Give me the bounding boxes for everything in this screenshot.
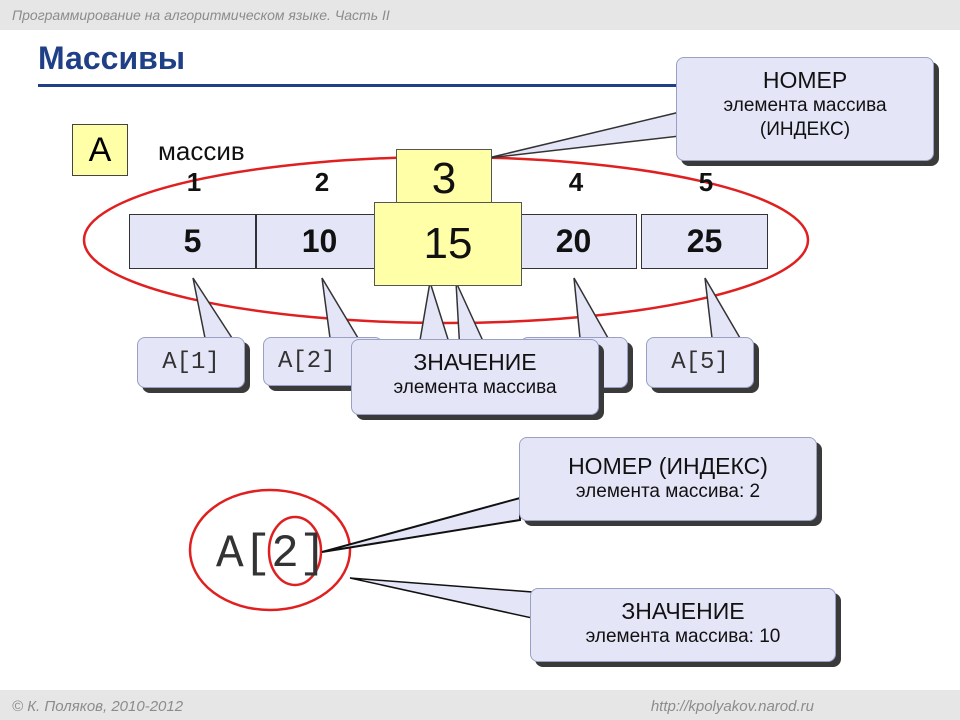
array-cell-5: 25	[641, 214, 768, 269]
header-bar: Программирование на алгоритмическом язык…	[0, 0, 960, 30]
pointer-value-bottom	[349, 577, 533, 619]
callout-value-middle-line2: элемента массива	[393, 377, 557, 398]
callout-index-bottom: НОМЕР (ИНДЕКС) элемента массива: 2	[519, 437, 817, 521]
callout-value-bottom: ЗНАЧЕНИЕ элемента массива: 10	[530, 588, 836, 662]
callout-index-top-line2: элемента массива	[723, 95, 887, 116]
callout-index-bottom-line2: элемента массива: 2	[575, 481, 761, 502]
pointer-a1	[192, 277, 234, 339]
callout-index-bottom-line1: НОМЕР (ИНДЕКС)	[568, 453, 768, 479]
index-1: 1	[186, 167, 202, 197]
footer-author: © К. Поляков, 2010-2012	[12, 698, 184, 715]
index-ring	[267, 515, 323, 587]
callout-value-middle: ЗНАЧЕНИЕ элемента массива	[351, 339, 599, 415]
index-expression: A[2]	[216, 528, 327, 580]
highlight-index: 3	[396, 149, 492, 209]
slide-title: Массивы	[38, 40, 186, 76]
accessor-a5: A[5]	[646, 337, 754, 388]
footer-bar: © К. Поляков, 2010-2012 http://kpolyakov…	[0, 690, 960, 720]
index-4: 4	[568, 167, 584, 197]
callout-index-top: НОМЕР элемента массива (ИНДЕКС)	[676, 57, 934, 161]
array-label: массив	[158, 136, 245, 166]
callout-value-bottom-line2: элемента массива: 10	[585, 626, 781, 647]
expression-ring	[188, 488, 352, 612]
array-cell-1: 5	[129, 214, 256, 269]
array-cell-4: 20	[510, 214, 637, 269]
callout-index-top-line1: НОМЕР	[762, 67, 848, 93]
pointer-index-bottom	[321, 496, 521, 553]
title-underline	[38, 84, 678, 87]
callout-value-middle-line1: ЗНАЧЕНИЕ	[413, 349, 537, 375]
callout-value-bottom-line1: ЗНАЧЕНИЕ	[621, 598, 745, 624]
pointer-a4	[573, 277, 610, 339]
array-cell-2: 10	[256, 214, 383, 269]
callout-index-top-line3: (ИНДЕКС)	[759, 119, 851, 140]
pointer-a2	[321, 277, 360, 339]
course-title: Программирование на алгоритмическом язык…	[12, 7, 390, 23]
array-name-box: A	[72, 124, 128, 176]
callout-pointer-index	[487, 111, 681, 159]
accessor-a1: A[1]	[137, 337, 245, 388]
footer-url: http://kpolyakov.narod.ru	[650, 698, 814, 715]
index-2: 2	[314, 167, 330, 197]
pointer-a5	[704, 277, 742, 339]
highlight-value: 15	[374, 202, 522, 286]
index-5: 5	[698, 167, 714, 197]
